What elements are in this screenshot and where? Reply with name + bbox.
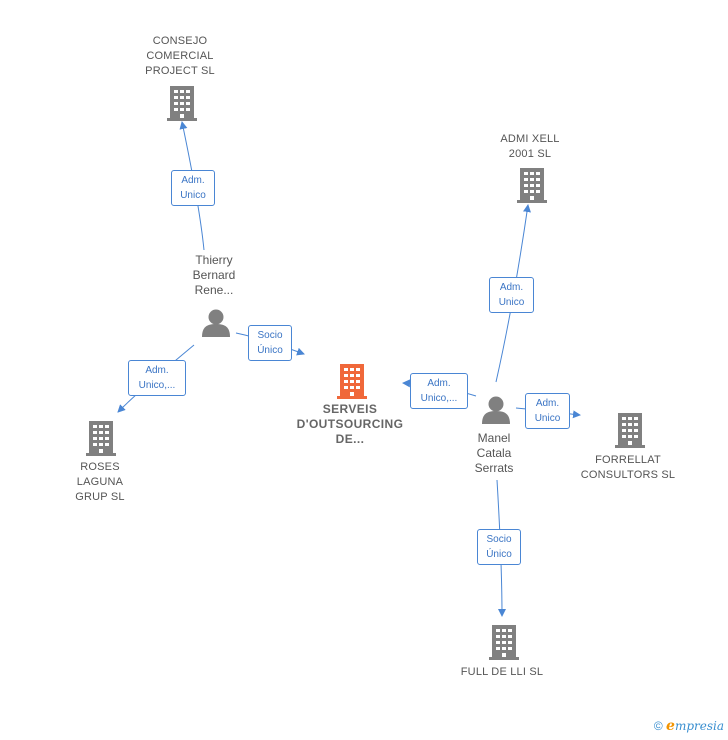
node-label-consejo[interactable]: CONSEJO COMERCIAL PROJECT SL (120, 34, 240, 79)
edge-label-manel-center[interactable]: Adm. Unico,... (410, 373, 468, 409)
edge-label-manel-admi[interactable]: Adm. Unico (489, 277, 534, 313)
copyright-icon: © (653, 719, 663, 733)
footer-brand[interactable]: © empresia (654, 718, 724, 734)
center-line-3: DE... (335, 432, 365, 446)
thierry-line-2: Bernard (192, 268, 236, 282)
center-line-1: SERVEIS (322, 402, 378, 416)
brand-rest: mpresia (674, 719, 724, 733)
edge-label-line: Adm. (499, 282, 524, 293)
center-building-icon[interactable] (337, 364, 367, 399)
edge-label-thierry-center[interactable]: Socio Único (248, 325, 292, 361)
person-label-manel[interactable]: Manel Catala Serrats (444, 431, 544, 476)
edge-label-line: Unico,... (138, 380, 176, 391)
edge-label-line: Socio (257, 330, 283, 341)
manel-line-3: Serrats (474, 461, 514, 475)
full-line-1: FULL DE LLI SL (460, 666, 544, 678)
edge-label-manel-forrellat[interactable]: Adm. Unico (525, 393, 570, 429)
edge-label-line: Adm. (427, 378, 451, 389)
admi-line-2: 2001 SL (508, 148, 552, 160)
consejo-line-2: COMERCIAL (146, 50, 214, 62)
brand-initial: e (666, 718, 675, 734)
brand-logo: empresia (666, 718, 724, 734)
manel-line-1: Manel (477, 431, 511, 445)
edge-label-line: Único (257, 345, 283, 356)
node-label-admi[interactable]: ADMI XELL 2001 SL (470, 132, 590, 162)
roses-line-2: LAGUNA (76, 476, 124, 488)
edge-label-line: Unico (180, 190, 206, 201)
edge-label-line: Adm. (535, 398, 560, 409)
roses-line-3: GRUP SL (75, 491, 125, 503)
thierry-line-3: Rene... (194, 283, 234, 297)
center-line-2: D'OUTSOURCING (296, 417, 404, 431)
forrellat-line-2: CONSULTORS SL (580, 469, 676, 481)
manel-line-2: Catala (476, 446, 512, 460)
edge-label-line: Socio (486, 534, 512, 545)
edge-label-thierry-consejo[interactable]: Adm. Unico (171, 170, 215, 206)
admi-line-1: ADMI XELL (500, 133, 560, 145)
admi-building-icon[interactable] (517, 168, 547, 203)
person-label-thierry[interactable]: Thierry Bernard Rene... (164, 253, 264, 298)
edge-label-line: Unico (534, 413, 561, 424)
full-building-icon[interactable] (489, 625, 519, 660)
edge-label-line: Único (486, 549, 512, 560)
edge-label-line: Unico,... (420, 393, 458, 404)
thierry-line-1: Thierry (195, 253, 233, 267)
manel-person-icon[interactable] (482, 396, 510, 425)
node-label-full[interactable]: FULL DE LLI SL (442, 665, 562, 680)
forrellat-building-icon[interactable] (615, 413, 645, 448)
node-label-forrellat[interactable]: FORRELLAT CONSULTORS SL (568, 453, 688, 483)
roses-line-1: ROSES (80, 461, 120, 473)
roses-building-icon[interactable] (86, 421, 116, 456)
node-label-roses[interactable]: ROSES LAGUNA GRUP SL (50, 460, 150, 505)
consejo-building-icon[interactable] (167, 86, 197, 121)
edge-label-line: Adm. (145, 365, 169, 376)
node-label-center[interactable]: SERVEIS D'OUTSOURCING DE... (280, 402, 420, 447)
edge-label-manel-full[interactable]: Socio Único (477, 529, 521, 565)
consejo-line-1: CONSEJO (152, 35, 208, 47)
forrellat-line-1: FORRELLAT (595, 454, 661, 466)
consejo-line-3: PROJECT SL (145, 65, 215, 77)
thierry-person-icon[interactable] (202, 309, 230, 338)
edge-label-line: Adm. (181, 175, 205, 186)
edge-label-thierry-roses[interactable]: Adm. Unico,... (128, 360, 186, 396)
edge-label-line: Unico (498, 297, 525, 308)
